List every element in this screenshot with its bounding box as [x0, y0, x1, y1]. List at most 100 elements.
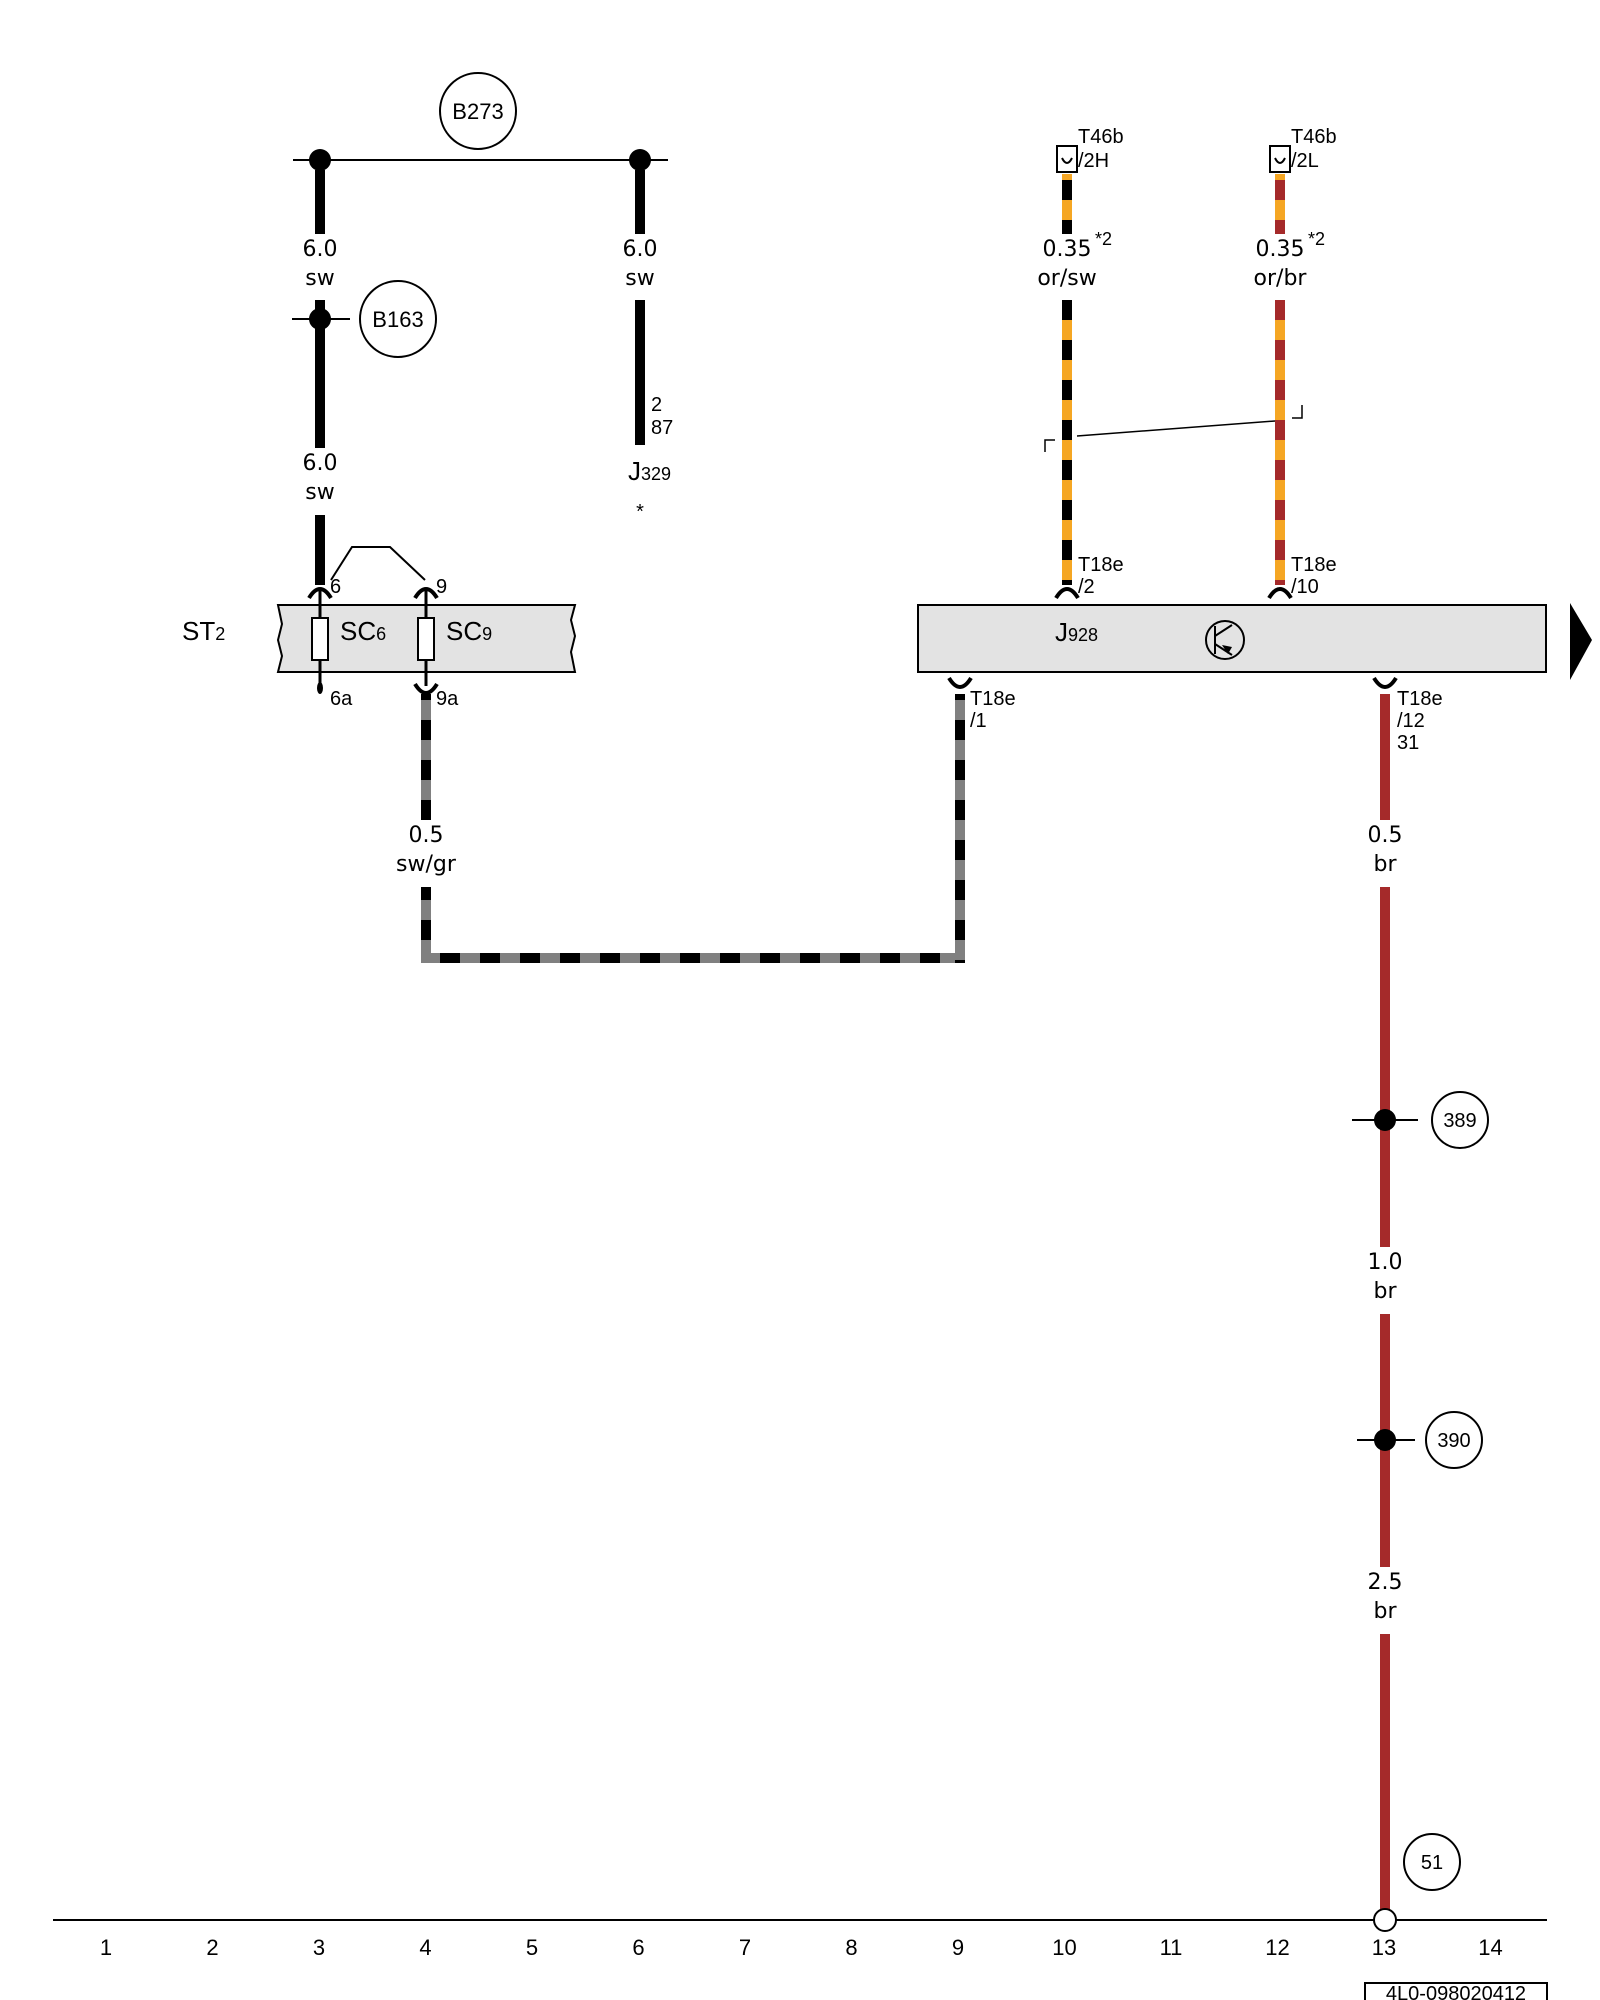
t46b-2h-connector: T46b /2H: [1056, 126, 1124, 173]
sc9-fuse: [417, 617, 435, 661]
t18e-1-name: T18e: [970, 688, 1016, 710]
b163-label-circle: [359, 280, 437, 358]
ground-b273-group: B273: [293, 72, 668, 171]
grid-number-8: 8: [845, 1935, 857, 1960]
wire-or-br-note: *2: [1308, 229, 1325, 249]
wire-sw-gr-horizontal: [421, 953, 965, 963]
wire-br-3-size: 2.5: [1368, 1570, 1403, 1595]
wire-br-1-color: br: [1373, 852, 1397, 877]
wire-br-1-size: 0.5: [1368, 823, 1403, 848]
pin-9a-label: 9a: [436, 688, 459, 710]
t18e-10-name: T18e: [1291, 554, 1337, 576]
t18e-12-pin: /12: [1397, 710, 1425, 732]
wire-br-2-color: br: [1373, 1279, 1397, 1304]
pin-9-label: 9: [436, 576, 447, 598]
p390-label: 390: [1437, 1430, 1470, 1452]
p51-terminal: [1373, 1908, 1397, 1932]
wire-left-lower: [315, 515, 325, 585]
p389-label-circle: [1431, 1091, 1489, 1149]
transistor-icon: [1205, 620, 1245, 660]
wire-b163-segment: [315, 300, 325, 448]
grid-number-2: 2: [206, 1935, 218, 1960]
p390-label-circle: [1425, 1411, 1483, 1469]
t18e-10-pin: /10: [1291, 576, 1319, 598]
wire-or-br-top: [1275, 174, 1285, 234]
grid-number-11: 11: [1160, 1935, 1183, 1960]
wire-br-1-lower: [1380, 887, 1390, 1247]
fuse-bridge: [330, 546, 426, 581]
ground-389-group: 389: [1352, 1091, 1489, 1149]
pin-6a-stub: [317, 682, 323, 694]
grid-number-1: 1: [100, 1935, 112, 1960]
grid-number-13: 13: [1372, 1935, 1396, 1960]
t18e-1-clip: [947, 676, 973, 689]
j928-label: J928: [1055, 617, 1098, 647]
b273-label-circle: [439, 72, 517, 150]
wire-right-lower: [635, 300, 645, 445]
ground-51-group: 51: [1403, 1833, 1461, 1891]
p51-label: 51: [1421, 1852, 1443, 1874]
wire-left-top: [315, 170, 325, 234]
b273-node-right: [629, 149, 651, 171]
wire-or-br-size: 0.35: [1256, 237, 1305, 262]
grid-number-7: 7: [739, 1935, 751, 1960]
b163-node: [309, 308, 331, 330]
t18e-12-terminal: 31: [1397, 732, 1419, 754]
t18e-10-clip: [1267, 587, 1293, 600]
grid-number-5: 5: [526, 1935, 538, 1960]
t18e-2-name: T18e: [1078, 554, 1124, 576]
grid-number-4: 4: [419, 1935, 431, 1960]
t46b-2l-connector: T46b /2L: [1269, 126, 1337, 173]
wire-br-2-size: 1.0: [1368, 1250, 1403, 1275]
wire-left-mid-size: 6.0: [303, 451, 338, 476]
wire-or-sw-top: [1062, 174, 1072, 234]
doc-id-box: 4L0-098020412: [1364, 1982, 1548, 2000]
wire-or-br-color: or/br: [1254, 266, 1308, 291]
st2-fuse-carrier: ST2 6 6a SC6 9 9a SC9: [182, 546, 577, 710]
grid-number-6: 6: [632, 1935, 644, 1960]
wire-left-top-color: sw: [305, 266, 334, 291]
t18e-12-clip: [1372, 676, 1398, 689]
st2-label: ST2: [182, 616, 225, 646]
b273-label: B273: [452, 99, 503, 124]
wire-sw-gr-rise: [955, 694, 965, 963]
twisted-pair-marker: [1044, 405, 1303, 452]
wire-sw-gr-size: 0.5: [409, 823, 444, 848]
grid-number-3: 3: [313, 1935, 325, 1960]
ground-390-group: 390: [1357, 1411, 1483, 1469]
p51-label-circle: [1403, 1833, 1461, 1891]
p389-label: 389: [1443, 1110, 1476, 1132]
wire-br-1: [1380, 694, 1390, 820]
wire-right-top: [635, 170, 645, 234]
t46b-2h-contact: [1061, 157, 1073, 164]
t46b-2l-pin: /2L: [1291, 150, 1319, 172]
pin-6a-label: 6a: [330, 688, 353, 710]
t18e-2-clip: [1054, 587, 1080, 600]
wire-sw-gr-upper: [421, 694, 431, 820]
t46b-2h-housing: [1056, 145, 1078, 173]
j928-body: [917, 604, 1547, 673]
t46b-2l-name: T46b: [1291, 126, 1337, 148]
wire-sw-gr-color: sw/gr: [396, 852, 457, 877]
wire-left-top-size: 6.0: [303, 237, 338, 262]
wire-br-3-color: br: [1373, 1599, 1397, 1624]
p389-node: [1374, 1109, 1396, 1131]
wire-sw-gr-lower: [421, 887, 431, 958]
wire-or-sw-note: *2: [1095, 229, 1112, 249]
t18e-12-name: T18e: [1397, 688, 1443, 710]
grid-number-14: 14: [1478, 1935, 1502, 1960]
doc-id-label: 4L0-098020412: [1386, 1983, 1526, 2000]
t46b-2h-name: T46b: [1078, 126, 1124, 148]
pin-9-clip: [413, 587, 439, 600]
wire-right-top-size: 6.0: [623, 237, 658, 262]
pin-9a-clip: [413, 682, 439, 695]
ground-b163-group: B163: [292, 280, 437, 448]
wire-br-3-lower: [1380, 1634, 1390, 1910]
t18e-2-pin: /2: [1078, 576, 1095, 598]
wire-or-sw-color: or/sw: [1037, 266, 1096, 291]
b163-label: B163: [372, 307, 423, 332]
j329-note: *: [636, 501, 644, 523]
wire-left-mid-color: sw: [305, 480, 334, 505]
